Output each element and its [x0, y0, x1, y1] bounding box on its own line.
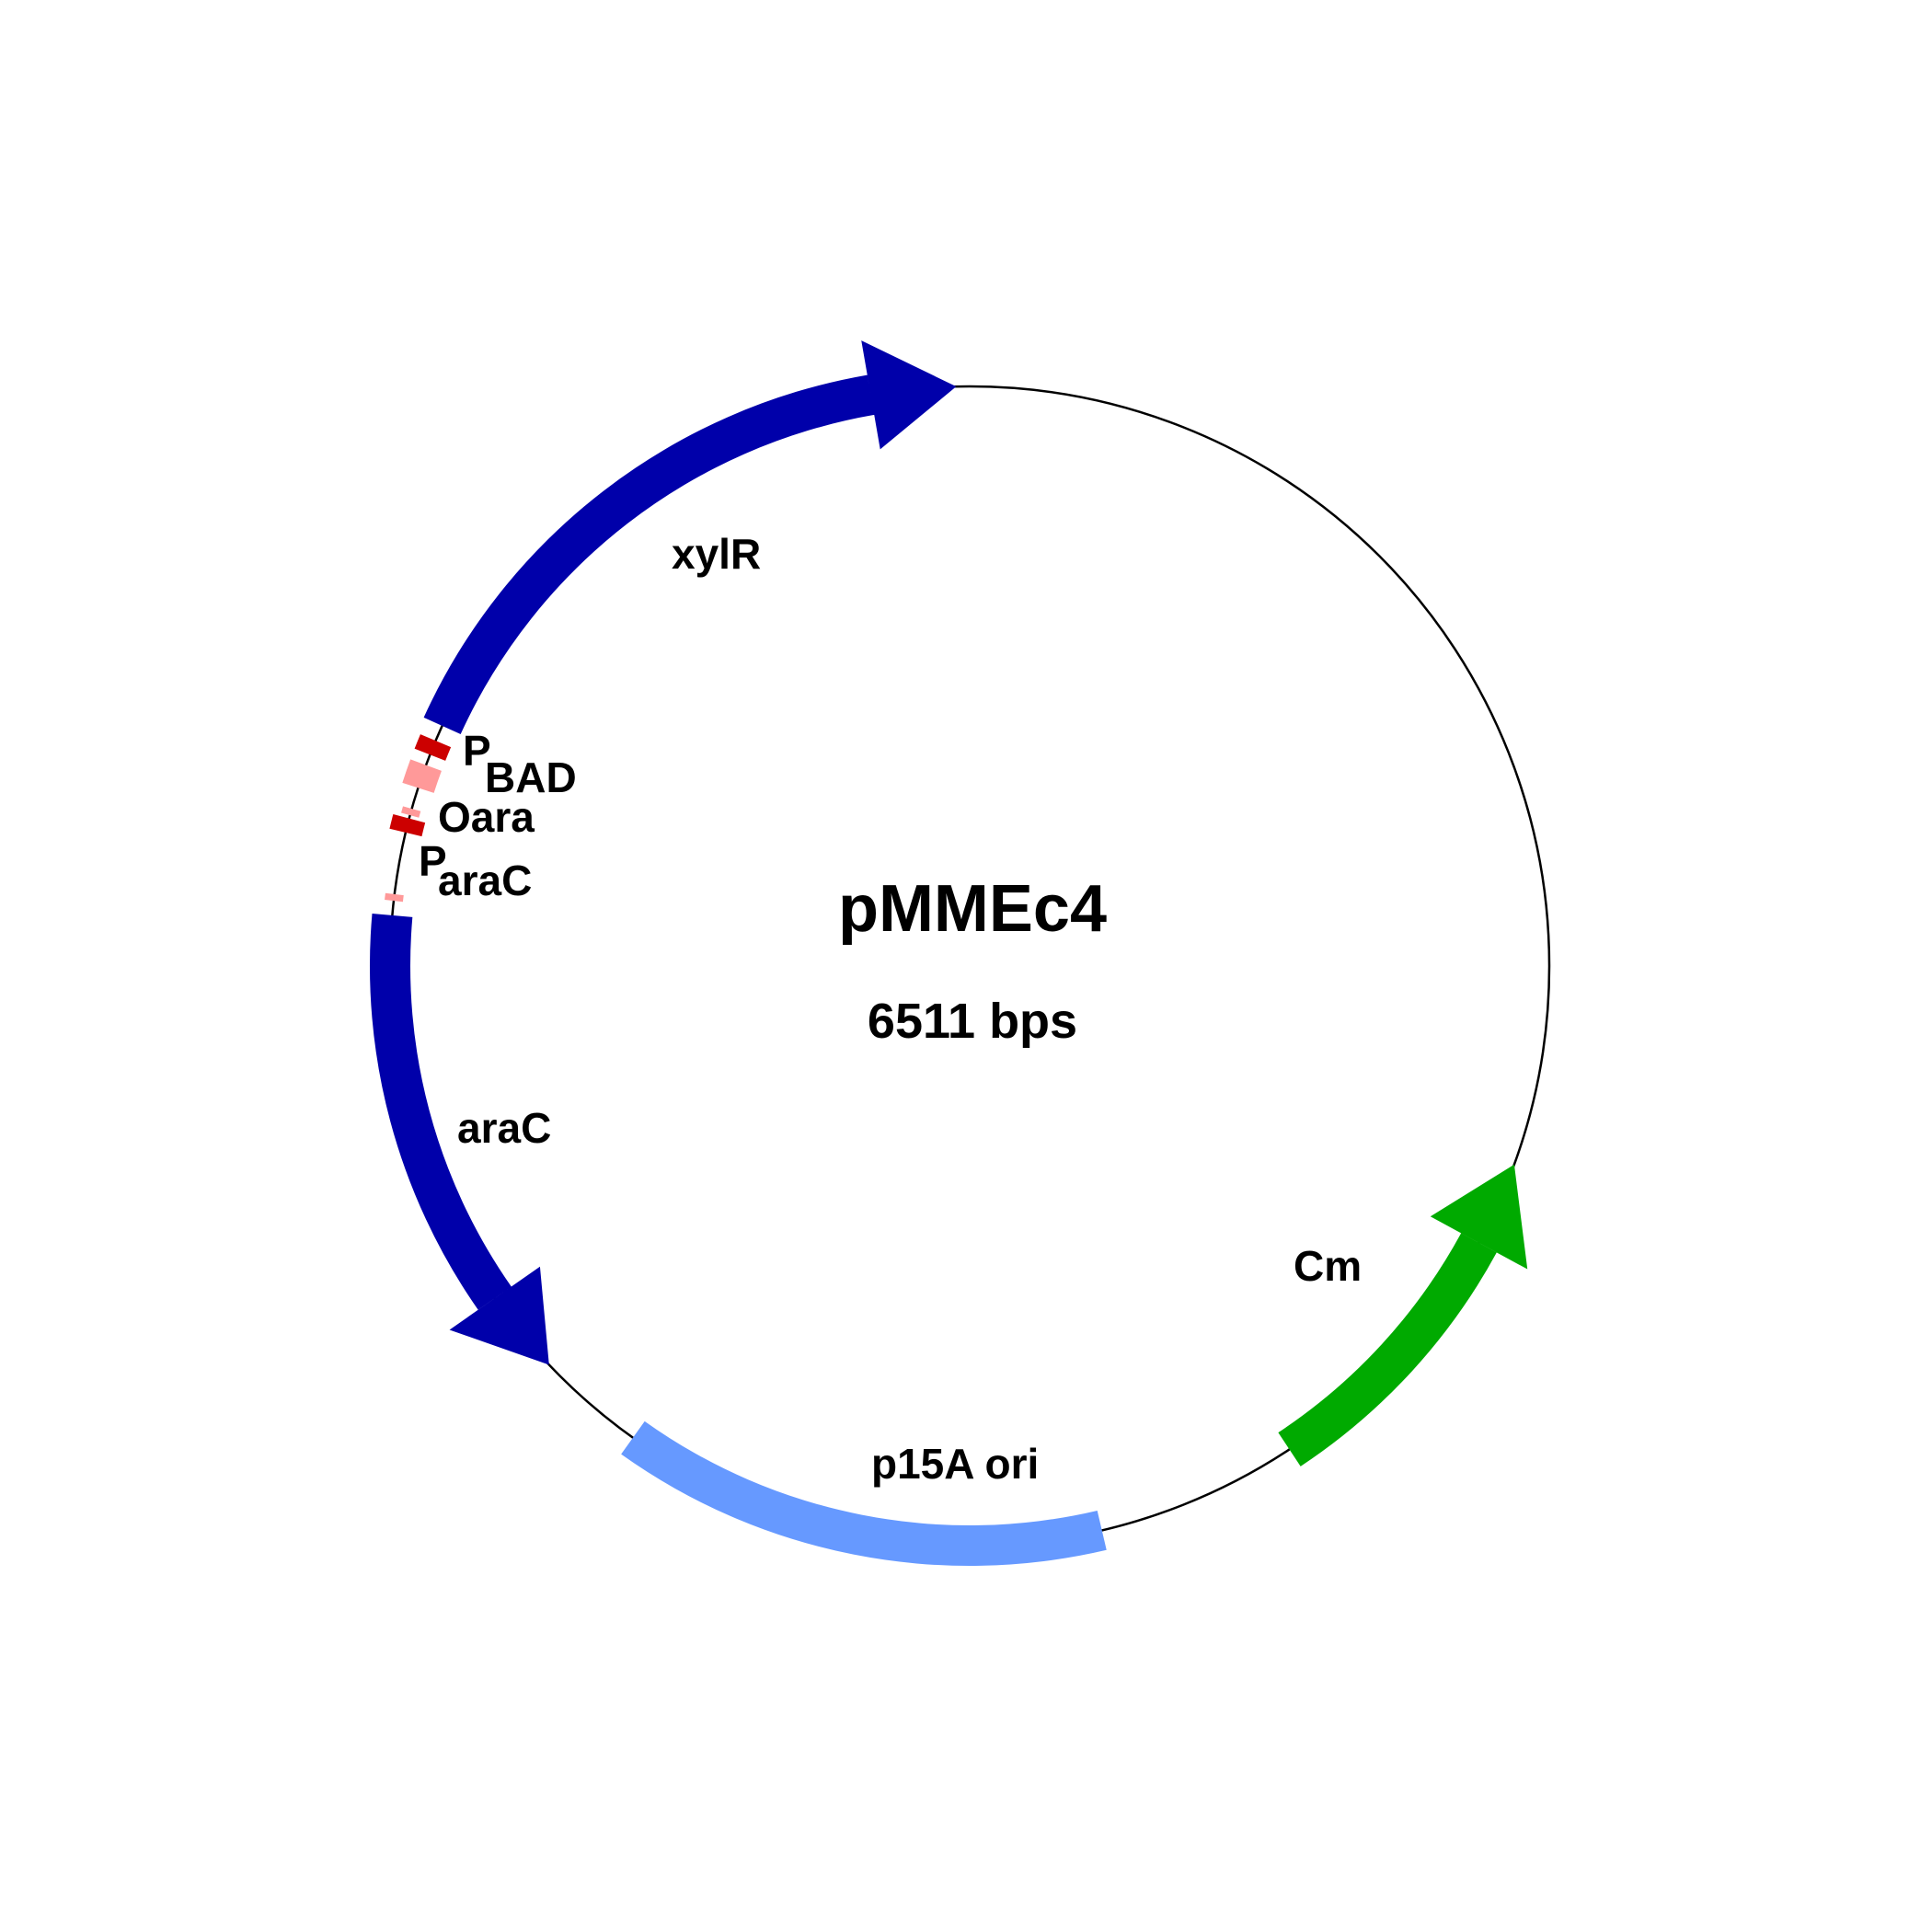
feature-pbad-promoter-box — [414, 734, 452, 761]
label-p15A-ori: p15A ori — [871, 1440, 1039, 1488]
feature-xylR-arrow — [423, 340, 957, 735]
feature-layer — [370, 340, 1528, 1567]
label-parac-main: P — [419, 837, 447, 885]
label-Cm: Cm — [1294, 1242, 1362, 1290]
plasmid-name: pMMEc4 — [838, 872, 1107, 946]
label-pbad-sub: BAD — [485, 753, 577, 801]
label-xylR: xylR — [672, 530, 761, 578]
label-parac: ParaC — [419, 837, 532, 904]
label-parac-sub: araC — [438, 857, 532, 904]
plasmid-size: 6511 bps — [868, 994, 1077, 1049]
label-oara: Oara — [438, 793, 535, 841]
label-pbad-main: P — [463, 727, 491, 775]
feature-p15A-ori-band — [621, 1420, 1107, 1567]
feature-parac-promoter-box — [389, 814, 426, 837]
feature-operator-1-box — [402, 759, 442, 793]
feature-Cm-arrow — [1278, 1164, 1528, 1466]
label-araC: araC — [457, 1104, 551, 1152]
feature-oara-operator-box — [401, 806, 421, 818]
feature-operator-2-box — [385, 892, 404, 903]
feature-araC-arrow — [370, 913, 549, 1365]
